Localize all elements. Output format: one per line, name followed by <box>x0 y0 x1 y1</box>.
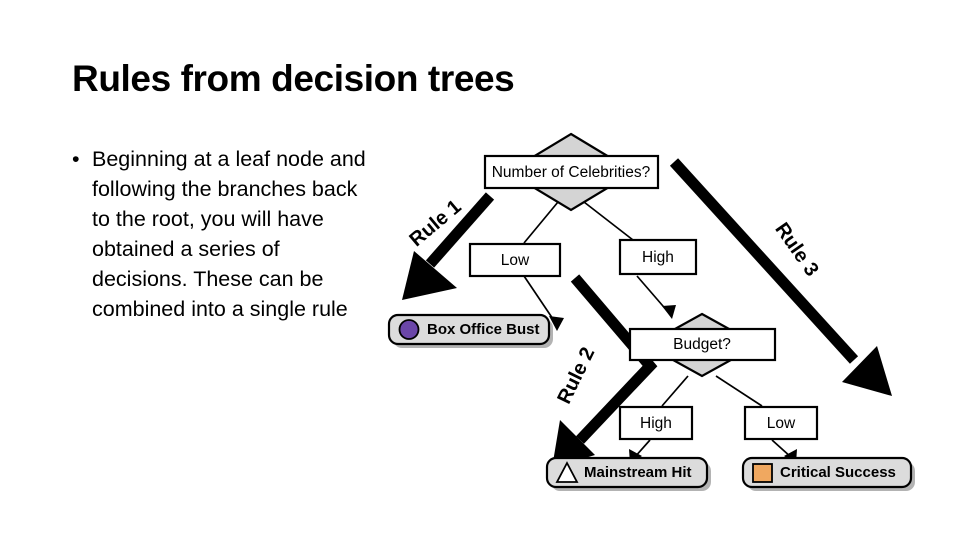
rule-1-shaft <box>425 192 495 268</box>
rule-1-label: Rule 1 <box>405 196 465 251</box>
root-low-label: Low <box>501 252 530 269</box>
budget-high-box <box>618 405 694 441</box>
bullet-text: Beginning at a leaf node and following t… <box>92 147 366 321</box>
root-label-box <box>483 154 660 190</box>
decision-tree-diagram: Rule 1 Rule 2 Rule 3 Number of Celebriti… <box>372 128 956 500</box>
rule-2-label: Rule 2 <box>553 344 599 408</box>
edge-root-to-low <box>523 201 559 244</box>
rule-2-shaft <box>570 274 658 444</box>
edge-budget-to-low <box>715 375 763 407</box>
critical-label: Critical Success <box>780 464 896 481</box>
budget-low-label: Low <box>767 415 796 432</box>
bullet-list: • Beginning at a leaf node and following… <box>66 144 366 324</box>
root-high-label: High <box>642 249 674 266</box>
orange-square-icon <box>752 463 773 483</box>
mainstream-box <box>545 456 709 489</box>
budget-high-label: High <box>640 415 672 432</box>
rule-3-shaft <box>669 158 859 364</box>
tree-svg: Rule 1 Rule 2 Rule 3 Number of Celebriti… <box>387 132 915 491</box>
branch-label-root-low: Low <box>468 242 562 278</box>
edge-budget-to-high <box>661 375 689 407</box>
leaf-node-mainstream-hit[interactable]: Mainstream Hit <box>545 456 711 491</box>
budget-label: Budget? <box>673 336 731 353</box>
bust-box <box>387 313 551 346</box>
purple-circle-icon <box>398 319 420 340</box>
page-title: Rules from decision trees <box>72 58 515 99</box>
rule-1-arrowhead <box>402 251 457 300</box>
branch-label-root-high: High <box>618 238 698 276</box>
critical-box <box>741 456 913 489</box>
bust-label: Box Office Bust <box>427 321 540 338</box>
root-low-box <box>468 242 562 278</box>
branch-label-budget-high: High <box>618 405 694 441</box>
budget-label-box <box>628 327 777 362</box>
edge-root-to-high <box>583 201 634 241</box>
bullet-marker-icon: • <box>72 147 80 171</box>
arrowhead-bust <box>549 316 564 331</box>
decision-node-root[interactable]: Number of Celebrities? <box>483 132 660 212</box>
list-item: • Beginning at a leaf node and following… <box>66 144 366 324</box>
root-label: Number of Celebrities? <box>492 164 651 181</box>
arrowhead-budget <box>662 305 676 319</box>
branch-label-budget-low: Low <box>743 405 819 441</box>
leaf-node-box-office-bust[interactable]: Box Office Bust <box>387 313 553 348</box>
leaf-node-critical-success[interactable]: Critical Success <box>741 456 915 491</box>
decision-node-budget[interactable]: Budget? <box>628 312 777 378</box>
budget-low-box <box>743 405 819 441</box>
rule-2-arrowhead <box>552 420 595 468</box>
root-high-box <box>618 238 698 276</box>
mainstream-label: Mainstream Hit <box>584 464 692 481</box>
rule-3-arrow: Rule 3 <box>669 158 892 396</box>
rule-3-arrowhead <box>842 346 892 396</box>
white-triangle-icon <box>555 461 579 483</box>
